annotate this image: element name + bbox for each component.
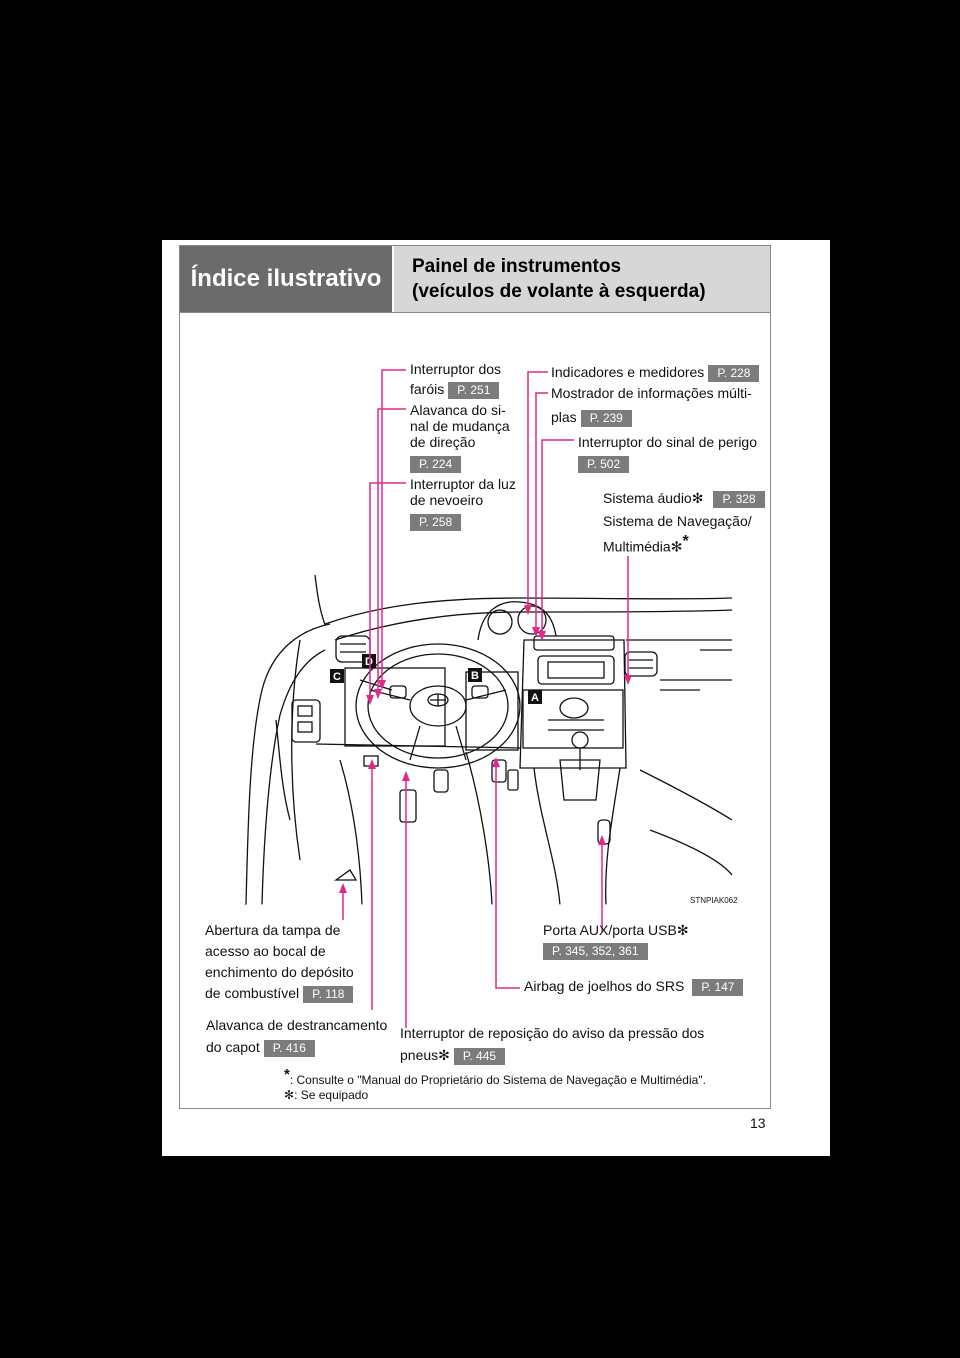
section-title: Índice ilustrativo [190, 265, 382, 292]
label-fuel-line4: de combustível [205, 985, 300, 1001]
section-tab: Índice ilustrativo [180, 246, 392, 312]
equipped-mark: ✻ [284, 1088, 295, 1102]
label-aux: Porta AUX/porta USB✻ [543, 922, 689, 939]
footnote-equipped-text: : Se equipado [294, 1088, 369, 1102]
label-nav-line2: Multimédia✻* [603, 533, 689, 556]
label-tire-line2: pneus [400, 1047, 439, 1063]
label-hazard: Interruptor do sinal de perigo [578, 434, 757, 450]
label-fog-line1: Interruptor da luz [410, 476, 516, 492]
label-fuel: Abertura da tampa de acesso ao bocal de … [205, 920, 354, 1004]
equipped-mark: ✻ [438, 1047, 450, 1063]
label-audio: Sistema áudio✻ P. 328 [603, 490, 765, 508]
callout-c: C [333, 671, 341, 683]
label-knee-text: Airbag de joelhos do SRS [524, 978, 685, 994]
ref-audio[interactable]: P. 328 [713, 490, 765, 508]
label-turn-line1: Alavanca do si- [410, 402, 506, 418]
label-fog-line2: de nevoeiro [410, 492, 484, 508]
ref-headlight[interactable]: P. 251 [448, 381, 500, 399]
page-number: 13 [750, 1115, 766, 1131]
label-aux-text: Porta AUX/porta USB [543, 922, 677, 938]
content-frame [179, 245, 771, 1109]
star-mark: * [284, 1066, 290, 1083]
equipped-mark: ✻ [676, 922, 689, 938]
label-nav-text: Multimédia [603, 538, 671, 555]
image-code: STNPIAK062 [690, 896, 738, 905]
label-audio-text: Sistema áudio [603, 490, 692, 506]
page-header: Painel de instrumentos (veículos de vola… [394, 246, 770, 312]
label-mid-line1: Mostrador de informações múlti- [551, 385, 752, 401]
label-turn-line3: de direção [410, 434, 476, 450]
ref-fog[interactable]: P. 258 [410, 513, 462, 531]
ref-knee[interactable]: P. 147 [692, 978, 744, 996]
equipped-mark: ✻ [691, 490, 704, 506]
label-fuel-line1: Abertura da tampa de [205, 922, 341, 938]
ref-fuel[interactable]: P. 118 [303, 985, 354, 1003]
callout-b: B [471, 670, 479, 682]
callout-a: A [531, 692, 539, 704]
label-fuel-line3: enchimento do depósito [205, 964, 354, 980]
ref-aux[interactable]: P. 345, 352, 361 [543, 942, 648, 960]
page-title-line2: (veículos de volante à esquerda) [412, 281, 706, 302]
ref-hood[interactable]: P. 416 [263, 1039, 315, 1057]
footnote-star: *: Consulte o "Manual do Proprietário do… [284, 1066, 706, 1087]
label-hood-line2: do capot [206, 1039, 260, 1055]
label-knee: Airbag de joelhos do SRS P. 147 [524, 978, 744, 996]
label-headlight-text: faróis [410, 381, 445, 397]
label-tire-line1: Interruptor de reposição do aviso da pre… [400, 1025, 705, 1041]
ref-mid[interactable]: P. 239 [580, 409, 632, 427]
ref-hazard[interactable]: P. 502 [578, 455, 630, 473]
ref-gauges[interactable]: P. 228 [708, 364, 760, 382]
callout-d: D [365, 656, 373, 668]
equipped-mark: ✻ [670, 538, 683, 555]
label-hood-line1: Alavanca de destrancamento [206, 1017, 388, 1033]
label-tire: Interruptor de reposição do aviso da pre… [400, 1022, 704, 1066]
label-nav-line1: Sistema de Navegação/ [603, 513, 752, 529]
label-gauges-text: Indicadores e medidores [551, 364, 705, 380]
label-turn-line2: nal de mudança [410, 418, 510, 434]
ref-turn[interactable]: P. 224 [410, 455, 462, 473]
footnote-equipped: ✻: Se equipado [284, 1088, 368, 1102]
label-fuel-line2: acesso ao bocal de [205, 943, 326, 959]
star-mark: * [682, 533, 689, 550]
label-headlight-line1: Interruptor dos [410, 361, 502, 377]
header-divider [180, 312, 770, 313]
page-title-line1: Painel de instrumentos [412, 256, 622, 277]
footnote-star-text: : Consulte o "Manual do Proprietário do … [289, 1073, 706, 1087]
ref-tire[interactable]: P. 445 [453, 1047, 506, 1065]
label-mid-text: plas [551, 409, 577, 425]
